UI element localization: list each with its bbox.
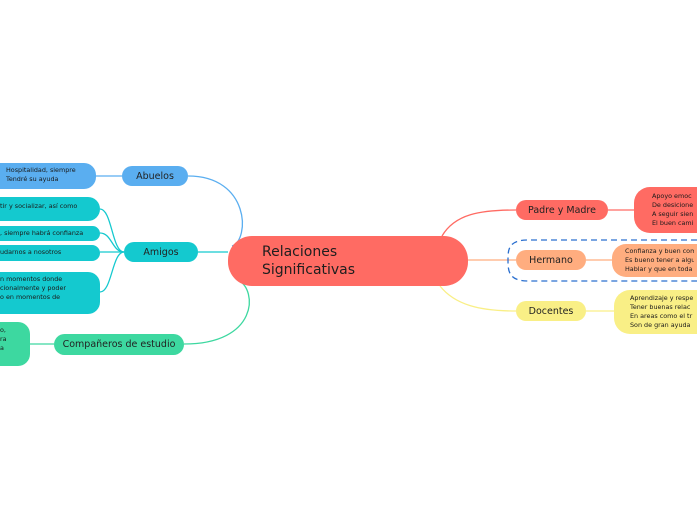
topic-hermano[interactable]: Hermano bbox=[516, 250, 586, 270]
central-topic[interactable]: Relaciones Significativas bbox=[228, 236, 468, 286]
leaf-amigos-3-line-1: udarnos a nosotros bbox=[0, 248, 62, 256]
topic-amigos[interactable]: Amigos bbox=[124, 242, 198, 262]
central-topic-line-2: Significativas bbox=[262, 262, 356, 278]
leaf-amigos-1[interactable]: tir y socializar, así como bbox=[0, 197, 100, 221]
leaf-amigos-1-line-1: tir y socializar, así como bbox=[0, 202, 78, 210]
topic-companeros-label: Compañeros de estudio bbox=[62, 339, 176, 350]
leaf-hermano-line-2: Es bueno tener a algu bbox=[625, 256, 694, 264]
link-abuelos bbox=[187, 175, 243, 247]
topic-amigos-label: Amigos bbox=[143, 246, 179, 258]
topic-padre-madre-label: Padre y Madre bbox=[528, 204, 596, 216]
topic-companeros[interactable]: Compañeros de estudio bbox=[54, 334, 184, 355]
leaf-companeros-line-3: a bbox=[0, 344, 4, 352]
leaf-amigos-3[interactable]: udarnos a nosotros bbox=[0, 245, 100, 261]
leaf-docentes-line-2: Tener buenas relac bbox=[630, 303, 691, 311]
topic-abuelos-label: Abuelos bbox=[136, 170, 174, 182]
topic-padre-madre[interactable]: Padre y Madre bbox=[516, 200, 608, 220]
leaf-docentes[interactable]: Aprendizaje y respe Tener buenas relac E… bbox=[614, 290, 697, 334]
leaf-amigos-4[interactable]: n momentos donde cionalmente y poder o e… bbox=[0, 272, 100, 314]
link-amigos-leaf-1 bbox=[99, 208, 125, 253]
link-amigos-leaf-4 bbox=[99, 251, 125, 293]
link-companeros bbox=[183, 279, 250, 345]
leaf-amigos-2[interactable]: , siempre habrá confianza bbox=[0, 226, 100, 241]
topic-docentes[interactable]: Docentes bbox=[516, 301, 586, 321]
central-topic-line-1: Relaciones bbox=[262, 244, 338, 260]
leaf-amigos-2-line-1: , siempre habrá confianza bbox=[0, 229, 84, 237]
leaf-padre-madre-line-2: De desicione bbox=[652, 201, 694, 209]
leaf-hermano[interactable]: Confianza y buen com Es bueno tener a al… bbox=[612, 244, 697, 277]
topic-docentes-label: Docentes bbox=[528, 305, 574, 317]
leaf-docentes-line-4: Son de gran ayuda bbox=[630, 321, 691, 329]
leaf-hermano-line-1: Confianza y buen com bbox=[625, 247, 694, 255]
topic-hermano-label: Hermano bbox=[529, 254, 573, 266]
leaf-abuelos[interactable]: Hospitalidad, siempre Tendré su ayuda bbox=[0, 163, 96, 189]
link-padres bbox=[441, 209, 517, 237]
topic-abuelos[interactable]: Abuelos bbox=[122, 166, 188, 186]
leaf-hermano-line-3: Hablar y que en toda bbox=[625, 265, 693, 273]
leaf-docentes-line-1: Aprendizaje y respe bbox=[630, 294, 694, 302]
leaf-padre-madre-line-1: Apoyo emoc bbox=[652, 192, 692, 200]
leaf-abuelos-line-2: Tendré su ayuda bbox=[6, 175, 59, 183]
leaf-amigos-4-line-1: n momentos donde bbox=[0, 275, 63, 283]
link-amigos-leaf-2 bbox=[99, 232, 125, 253]
leaf-amigos-4-line-3: o en momentos de bbox=[0, 293, 61, 301]
leaf-companeros-line-1: o, bbox=[0, 326, 6, 334]
leaf-docentes-line-3: En areas como el tr bbox=[630, 312, 693, 320]
leaf-companeros[interactable]: o, ra a bbox=[0, 322, 30, 366]
hermano-boundary bbox=[507, 239, 697, 282]
leaf-amigos-4-line-2: cionalmente y poder bbox=[0, 284, 67, 292]
leaf-companeros-line-2: ra bbox=[0, 335, 7, 343]
leaf-padre-madre-line-4: El buen cami bbox=[652, 219, 694, 227]
leaf-padre-madre[interactable]: Apoyo emoc De desicione A seguir sien El… bbox=[634, 187, 697, 233]
link-docentes bbox=[439, 285, 517, 312]
leaf-abuelos-line-1: Hospitalidad, siempre bbox=[6, 166, 76, 174]
leaf-padre-madre-line-3: A seguir sien bbox=[652, 210, 694, 218]
